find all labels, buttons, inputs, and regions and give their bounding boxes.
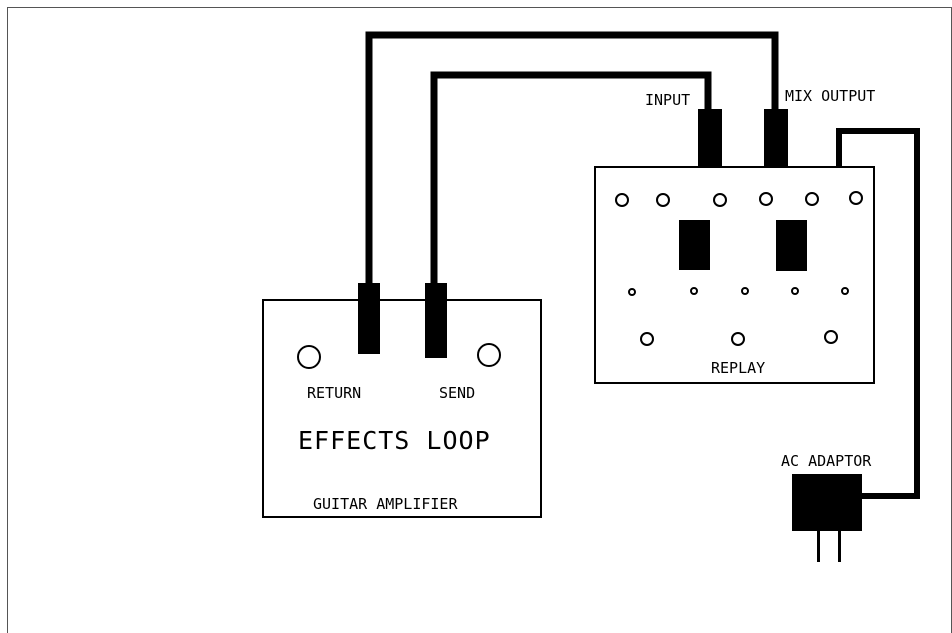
mix-output-jack: [764, 109, 788, 166]
replay-top-knobs: [615, 191, 863, 207]
ac-adaptor-body: [792, 474, 862, 531]
replay-knob: [805, 192, 819, 206]
return-cable: [365, 31, 779, 284]
ac-adaptor-prong-right: [838, 531, 841, 562]
replay-led: [791, 287, 799, 295]
ac-adaptor-prong-left: [817, 531, 820, 562]
replay-knob: [640, 332, 654, 346]
send-jack: [425, 283, 447, 358]
replay-led: [628, 288, 636, 296]
return-knob: [297, 345, 321, 369]
replay-knob: [713, 193, 727, 207]
replay-led: [690, 287, 698, 295]
ac-adaptor-label: AC ADAPTOR: [781, 452, 872, 470]
replay-led: [741, 287, 749, 295]
replay-switch-left: [679, 220, 710, 270]
replay-bottom-knobs: [640, 330, 838, 346]
replay-knob: [615, 193, 629, 207]
ac-adaptor: AC ADAPTOR: [781, 452, 872, 562]
effects-loop-title: EFFECTS LOOP: [298, 426, 491, 455]
replay-knob: [759, 192, 773, 206]
replay-switch-right: [776, 220, 807, 271]
send-knob: [477, 343, 501, 367]
replay-label: REPLAY: [711, 359, 765, 377]
replay-knob: [656, 193, 670, 207]
replay-body: [594, 166, 875, 384]
input-label: INPUT: [645, 91, 690, 109]
replay-leds: [628, 287, 849, 296]
power-cable: [836, 128, 920, 499]
return-label: RETURN: [307, 384, 361, 402]
guitar-amplifier: RETURN SEND EFFECTS LOOP GUITAR AMPLIFIE…: [262, 283, 542, 518]
replay-unit: REPLAY INPUT MIX OUTPUT: [594, 87, 875, 384]
replay-knob: [849, 191, 863, 205]
return-jack: [358, 283, 380, 354]
mix-output-label: MIX OUTPUT: [785, 87, 875, 105]
replay-led: [841, 287, 849, 295]
replay-knob: [731, 332, 745, 346]
amplifier-body: [262, 299, 542, 518]
send-label: SEND: [439, 384, 475, 402]
input-jack: [698, 109, 722, 166]
send-cable: [430, 71, 712, 284]
guitar-amplifier-label: GUITAR AMPLIFIER: [313, 495, 458, 513]
replay-knob: [824, 330, 838, 344]
